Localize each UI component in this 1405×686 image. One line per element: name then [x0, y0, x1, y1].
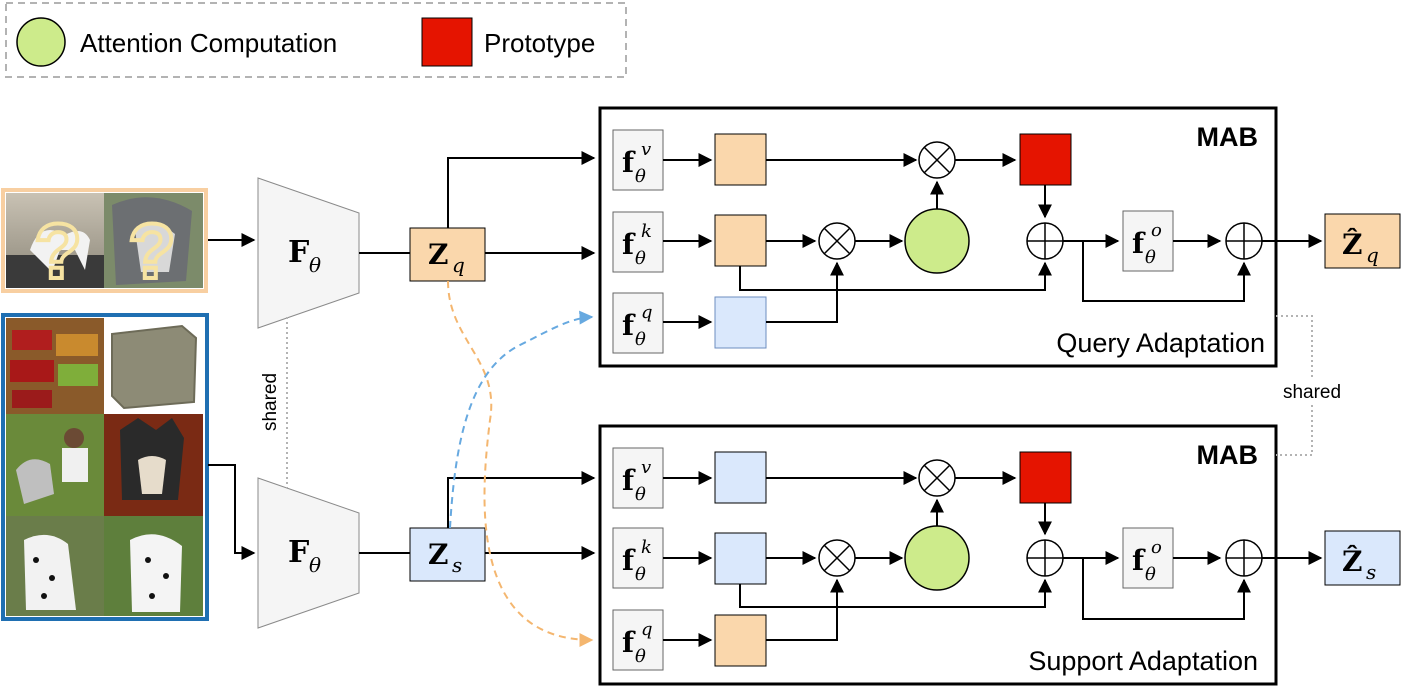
legend-prototype-swatch — [421, 17, 473, 67]
top-key-projection: f k θ — [612, 211, 664, 273]
support-output-subscript: s — [1366, 560, 1376, 584]
top-value-embedding — [714, 133, 767, 186]
support-output: Ẑ s — [1324, 530, 1401, 586]
bottom-value-multiply-op — [918, 459, 956, 497]
mab-block-top: MAB Query Adaptation f v θ f k θ f q θ — [598, 106, 1278, 368]
support-images — [1, 313, 209, 621]
encoder-shared-label: shared — [260, 373, 281, 431]
top-attention-computation — [904, 208, 970, 274]
top-output-projection: f o θ — [1122, 210, 1174, 272]
mab-block-bottom: MAB Support Adaptation f v θ f k θ f q θ — [598, 424, 1278, 686]
bottom-add-op-1 — [1026, 539, 1064, 577]
query-mark-1: ? — [34, 207, 82, 295]
top-key-embedding — [714, 214, 767, 267]
top-add-op-1 — [1026, 222, 1064, 260]
query-encoder-subscript: θ — [309, 253, 321, 277]
bottom-value-embedding — [714, 451, 767, 504]
mab-shared-label: shared — [1283, 382, 1341, 403]
top-out-proj-sub: θ — [1145, 247, 1156, 268]
top-query-projection: f q θ — [612, 292, 664, 354]
bottom-key-multiply-op — [818, 539, 856, 577]
legend-attention-swatch — [16, 17, 66, 67]
bottom-query-proj-sup: q — [641, 619, 653, 640]
bottom-add-op-2 — [1225, 539, 1263, 577]
bottom-attention-computation — [904, 525, 970, 591]
bottom-query-embedding — [714, 614, 767, 667]
mab-top-caption: Query Adaptation — [1056, 328, 1265, 358]
query-feature-label: Z — [428, 238, 448, 271]
legend-attention-label: Attention Computation — [80, 28, 337, 58]
top-value-projection: f v θ — [612, 129, 664, 191]
top-query-proj-label: f — [622, 309, 636, 342]
bottom-key-embedding — [714, 532, 767, 585]
support-encoder-subscript: θ — [309, 553, 321, 577]
bottom-query-proj-sub: θ — [635, 646, 646, 667]
query-encoder-label: F — [288, 235, 309, 270]
bottom-out-proj-label: f — [1132, 544, 1146, 577]
legend: Attention Computation Prototype — [5, 2, 627, 78]
query-output-subscript: q — [1366, 243, 1379, 267]
top-key-proj-sup: k — [641, 221, 652, 242]
support-output-label: Ẑ — [1342, 545, 1362, 578]
top-value-proj-sub: θ — [635, 166, 646, 187]
top-value-multiply-op — [918, 141, 956, 179]
bottom-key-proj-label: f — [622, 544, 636, 577]
top-prototype — [1019, 133, 1072, 186]
support-encoder: F θ — [257, 477, 360, 629]
support-feature-label: Z — [428, 538, 448, 571]
bottom-prototype — [1019, 451, 1072, 504]
bottom-value-proj-label: f — [622, 464, 636, 497]
bottom-value-proj-sub: θ — [635, 484, 646, 505]
bottom-value-projection: f v θ — [612, 447, 664, 509]
legend-prototype-label: Prototype — [484, 28, 595, 58]
top-query-proj-sub: θ — [635, 329, 646, 350]
query-images: ? ? — [1, 188, 208, 297]
support-feature-subscript: s — [452, 553, 462, 577]
query-mark-2: ? — [128, 207, 176, 295]
query-output: Ẑ q — [1324, 213, 1401, 269]
top-out-proj-label: f — [1132, 227, 1146, 260]
top-value-proj-label: f — [622, 146, 636, 179]
query-encoder: F θ — [257, 177, 360, 329]
bottom-query-projection: f q θ — [612, 609, 664, 671]
support-feature: Z s — [409, 527, 486, 582]
bottom-value-proj-sup: v — [641, 457, 651, 478]
query-feature-subscript: q — [452, 253, 465, 277]
bottom-out-proj-sup: o — [1151, 537, 1162, 558]
mab-top-title: MAB — [1197, 122, 1259, 152]
query-feature: Z q — [409, 227, 486, 282]
bottom-key-proj-sub: θ — [635, 564, 646, 585]
top-out-proj-sup: o — [1151, 220, 1162, 241]
top-value-proj-sup: v — [641, 139, 651, 160]
bottom-out-proj-sub: θ — [1145, 564, 1156, 585]
bottom-key-projection: f k θ — [612, 527, 664, 589]
bottom-query-proj-label: f — [622, 626, 636, 659]
top-key-proj-sub: θ — [635, 248, 646, 269]
mab-bottom-title: MAB — [1197, 440, 1259, 470]
top-key-multiply-op — [818, 222, 856, 260]
bottom-output-projection: f o θ — [1122, 527, 1174, 589]
top-add-op-2 — [1225, 222, 1263, 260]
support-encoder-label: F — [288, 535, 309, 570]
top-query-proj-sup: q — [641, 302, 653, 323]
bottom-key-proj-sup: k — [641, 537, 652, 558]
mab-bottom-caption: Support Adaptation — [1028, 646, 1258, 676]
top-query-embedding — [714, 296, 767, 349]
top-key-proj-label: f — [622, 228, 636, 261]
query-output-label: Ẑ — [1342, 228, 1362, 261]
